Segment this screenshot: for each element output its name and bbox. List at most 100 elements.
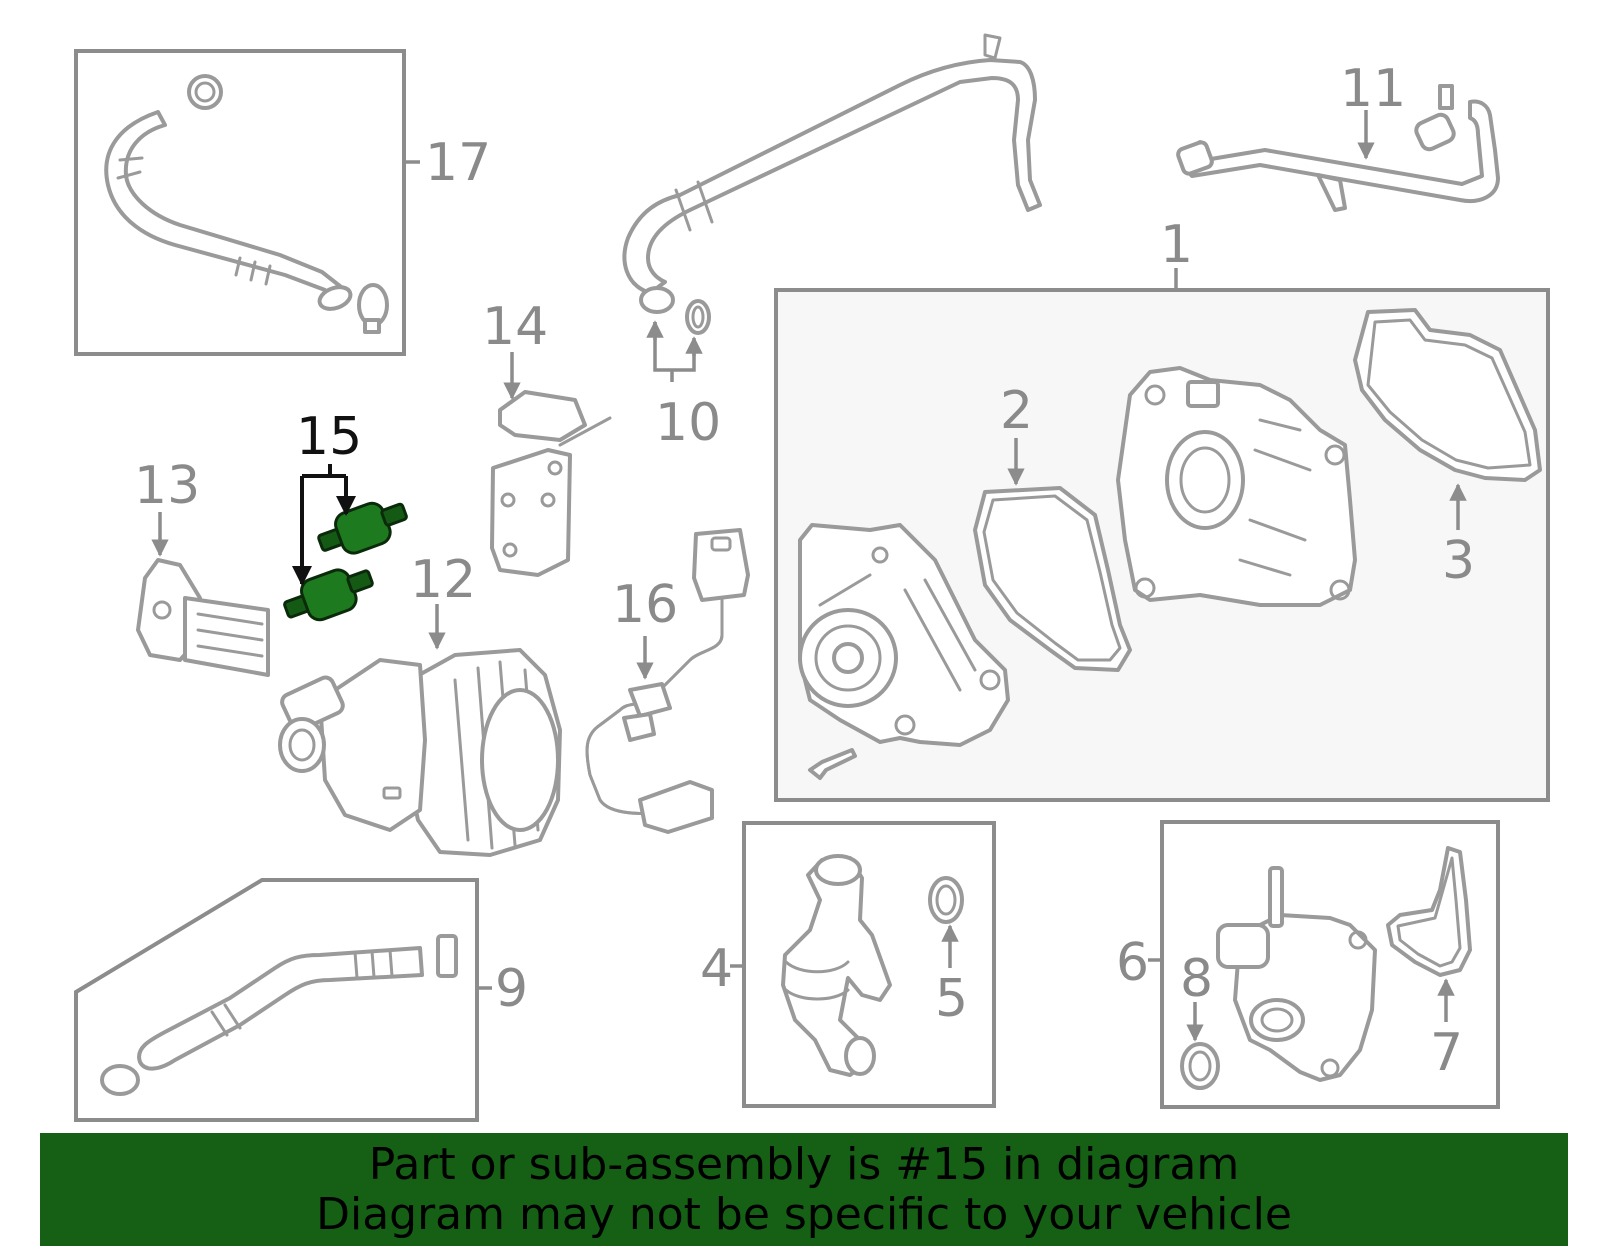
callout-13: 13 bbox=[134, 456, 200, 516]
part-14-hole-b bbox=[540, 492, 556, 508]
part-4-fitting-group bbox=[781, 854, 892, 1077]
part-17-hose-end bbox=[317, 285, 353, 311]
part-15-valve-lower bbox=[283, 568, 374, 622]
part-15-valve-lower-outlet bbox=[346, 569, 374, 594]
part-8-oring bbox=[1180, 1042, 1220, 1090]
part-10-pipe-bracket bbox=[674, 33, 1002, 232]
callout-11: 11 bbox=[1340, 59, 1406, 119]
callout-8: 8 bbox=[1180, 949, 1213, 1009]
part-6-boss-a bbox=[1348, 930, 1368, 950]
part-14-hole-a bbox=[500, 492, 516, 508]
part-13-hole bbox=[152, 600, 172, 620]
callout-9: 9 bbox=[495, 959, 528, 1019]
part-9-hose bbox=[137, 946, 424, 1071]
part-1-pump-boss-c bbox=[871, 546, 889, 564]
part-1-housing-hole-c bbox=[1329, 579, 1351, 601]
part-1-housing-hole-a bbox=[1144, 384, 1166, 406]
part-10-pipe bbox=[622, 58, 1042, 295]
part-8-oring-inner bbox=[1188, 1050, 1212, 1082]
part-13-bracket-group bbox=[136, 558, 270, 677]
part-16-connector-slot bbox=[710, 536, 732, 552]
part-12-inlet bbox=[278, 717, 326, 773]
part-1-housing-hole-d bbox=[1134, 577, 1156, 599]
part-16-connector-top bbox=[692, 528, 750, 602]
callout-17: 17 bbox=[425, 133, 491, 193]
part-1-pump-ribs bbox=[818, 573, 977, 692]
callout-7: 7 bbox=[1430, 1023, 1463, 1083]
part-6-housing-group bbox=[1216, 866, 1377, 1082]
part-5-oring-inner bbox=[935, 884, 957, 916]
part-1-housing-bore bbox=[1165, 430, 1245, 530]
part-6-stub bbox=[1268, 866, 1284, 928]
part-5-oring bbox=[928, 876, 964, 924]
part-1-pump-boss-a bbox=[894, 714, 916, 736]
part-10-pipe-end bbox=[639, 286, 675, 314]
callout-1: 1 bbox=[1160, 215, 1193, 275]
part-1-pulley-mid bbox=[814, 624, 882, 692]
part-16-connector-bottom bbox=[638, 780, 714, 834]
callout-14: 14 bbox=[482, 297, 548, 357]
part-13-fins bbox=[183, 596, 270, 677]
part-1-housing-hole-b bbox=[1324, 444, 1346, 466]
part-11-stub bbox=[1438, 84, 1454, 110]
part-9-clamp-right bbox=[436, 934, 458, 978]
callout-10: 10 bbox=[655, 393, 721, 453]
part-1-housing-tab bbox=[1186, 380, 1220, 408]
banner-line-2: Diagram may not be specific to your vehi… bbox=[316, 1189, 1292, 1240]
part-1-pump-boss-b bbox=[979, 669, 1001, 691]
part-14-sensor bbox=[498, 390, 587, 442]
part-3-cover-inner bbox=[1366, 318, 1532, 470]
callout-12: 12 bbox=[410, 550, 476, 610]
part-11-pipe-group bbox=[1176, 84, 1500, 212]
part-7-gasket-inner bbox=[1396, 856, 1462, 968]
part-16-harness-group bbox=[585, 528, 750, 834]
part-14-bracket-group bbox=[490, 390, 612, 577]
part-15-valve-upper bbox=[317, 501, 408, 555]
part-14-rod bbox=[558, 416, 612, 447]
part-17-clamp-top-inner bbox=[194, 81, 216, 103]
callout-5: 5 bbox=[935, 969, 968, 1029]
callout-15: 15 bbox=[296, 407, 362, 467]
part-6-outlet-inner bbox=[1260, 1007, 1294, 1033]
part-12-inlet-bore bbox=[288, 728, 316, 762]
part-4-fitting-collar bbox=[784, 960, 850, 1001]
part-1-housing-ribs bbox=[1238, 418, 1312, 577]
part-17-clamp-top bbox=[187, 74, 223, 110]
part-14-bracket-plate bbox=[490, 448, 572, 577]
part-16-wire-core bbox=[585, 598, 724, 816]
part-1-pulley-hub bbox=[832, 642, 864, 674]
part-17-hose-ribs bbox=[116, 156, 272, 286]
part-12-slot bbox=[382, 786, 402, 800]
part-17-clamp-bottom-tab bbox=[363, 318, 381, 334]
part-4-fitting-top bbox=[814, 854, 862, 886]
part-14-hole-c bbox=[502, 542, 518, 558]
part-13-fin-lines bbox=[196, 612, 264, 658]
part-1-housing-group bbox=[1116, 366, 1357, 607]
part-15-valve-upper-outlet bbox=[380, 502, 408, 527]
part-1-bolt bbox=[808, 748, 857, 780]
part-16-clip-a bbox=[628, 682, 672, 718]
part-6-outlet bbox=[1249, 998, 1305, 1042]
part-4-fitting-outlet bbox=[844, 1036, 876, 1076]
banner-line-1: Part or sub-assembly is #15 in diagram bbox=[368, 1139, 1240, 1190]
callout-2: 2 bbox=[1000, 381, 1033, 441]
part-6-boss-b bbox=[1320, 1058, 1340, 1078]
part-17-hose-group bbox=[74, 49, 406, 356]
part-4-fitting bbox=[781, 856, 892, 1077]
callout-16: 16 bbox=[612, 575, 678, 635]
part-11-pipe-end-right bbox=[1414, 112, 1456, 152]
callout-3: 3 bbox=[1442, 531, 1475, 591]
part-16-clip-b bbox=[622, 712, 656, 742]
part-9-hose-group bbox=[100, 934, 458, 1096]
part-3-cover bbox=[1353, 308, 1542, 482]
part-10-oring bbox=[685, 299, 711, 335]
part-7-gasket bbox=[1386, 846, 1472, 977]
part-2-gasket-inner bbox=[982, 494, 1122, 662]
info-banner: Part or sub-assembly is #15 in diagram D… bbox=[40, 1133, 1568, 1246]
part-11-bracket bbox=[1316, 173, 1347, 212]
part-6-inlet-pipe bbox=[1216, 923, 1270, 969]
part-9-hose-ribs bbox=[210, 948, 394, 1037]
part-10-pipe-group bbox=[622, 33, 1042, 335]
part-1-housing-bore-inner bbox=[1179, 446, 1231, 514]
